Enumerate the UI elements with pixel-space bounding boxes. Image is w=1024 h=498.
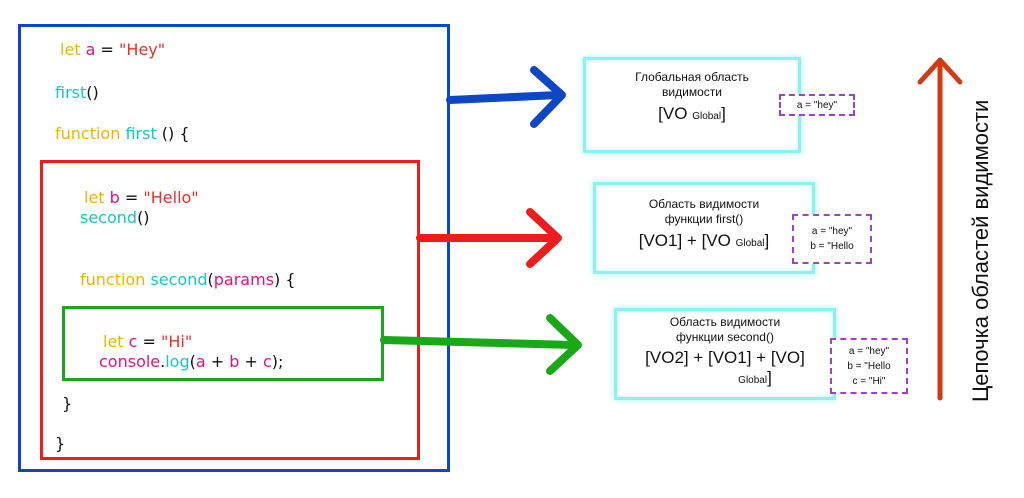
scope-second-formula: [VO2] + [VO1] + [VO] <box>645 348 805 367</box>
arrow-second <box>380 314 582 375</box>
values-box-first: a = "hey" b = "Hello <box>792 214 872 264</box>
scope-first-title-line1: Область видимости <box>648 197 760 211</box>
code-line-let-b: let b = "Hello" <box>84 188 199 207</box>
scope-global-title-line2: видимости <box>662 85 722 99</box>
code-close-brace-first: } <box>55 434 66 453</box>
code-line-function-first: function first () { <box>55 124 190 143</box>
scope-box-second: Область видимости функции second() [VO2]… <box>614 308 836 400</box>
scope-global-formula: [VO Global] <box>658 104 726 123</box>
scope-first-title-line2: функции first() <box>664 212 744 226</box>
arrow-scope-chain <box>917 57 963 401</box>
scope-box-global: Глобальная область видимости [VO Global] <box>583 57 801 153</box>
scope-second-formula-tail: Global] <box>738 368 772 387</box>
first-function-scope-frame <box>40 160 420 460</box>
scope-box-first: Область видимости функции first() [VO1] … <box>593 182 815 274</box>
code-line-let-c: let c = "Hi" <box>103 332 193 351</box>
code-line-second-call: second() <box>80 208 150 227</box>
code-line-let-a: let a = "Hey" <box>60 40 166 59</box>
code-line-first-call: first() <box>55 83 99 102</box>
scope-chain-label: Цепочка областей видимости <box>968 99 993 402</box>
scope-second-title-line2: функции second() <box>676 330 774 344</box>
arrow-global <box>446 66 566 128</box>
arrow-first <box>416 208 562 268</box>
code-close-brace-second: } <box>62 394 73 413</box>
values-box-second: a = "hey" b = "Hello c = "Hi" <box>830 338 908 394</box>
code-line-console-log: console.log(a + b + c); <box>99 352 284 371</box>
values-box-global: a = "hey" <box>779 94 855 116</box>
scope-global-title-line1: Глобальная область <box>635 70 749 84</box>
global-scope-frame <box>18 24 450 472</box>
scope-first-formula: [VO1] + [VO Global] <box>638 231 770 250</box>
code-line-function-second: function second(params) { <box>80 270 296 289</box>
scope-second-title-line1: Область видимости <box>669 315 781 329</box>
